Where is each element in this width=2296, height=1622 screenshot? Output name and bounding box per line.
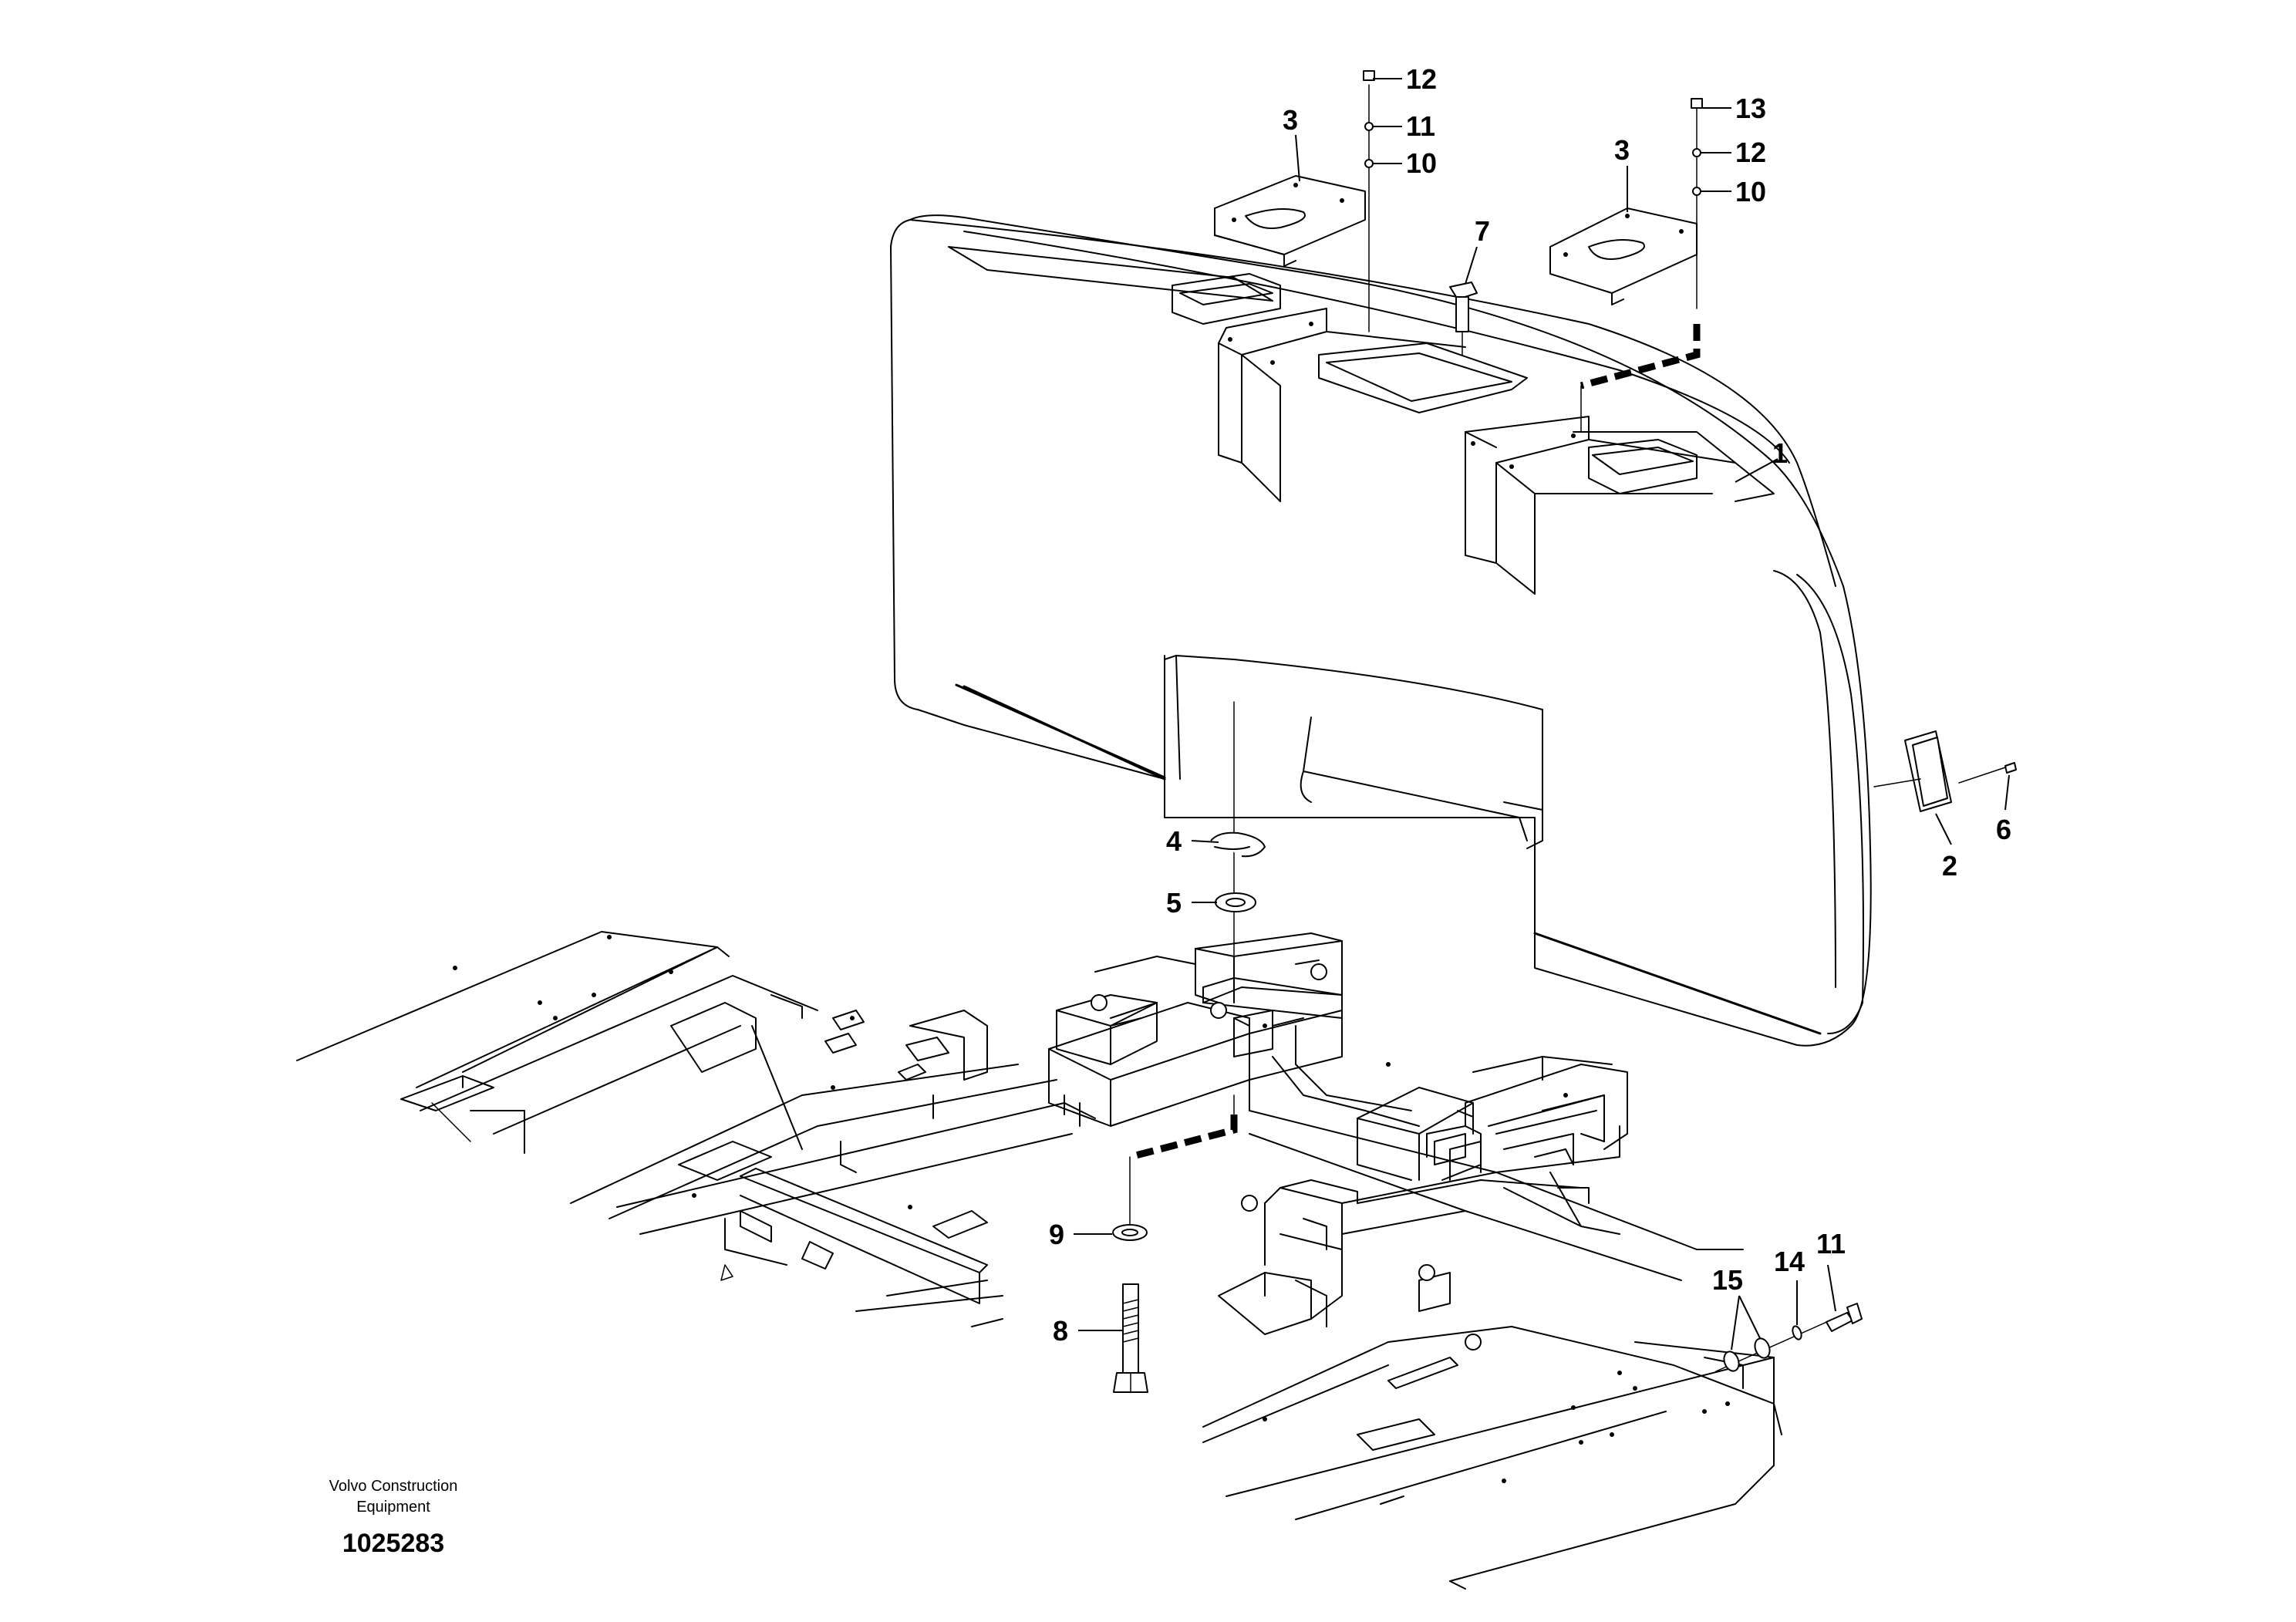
callout-11-left: 11 xyxy=(1406,110,1435,142)
callout-7: 7 xyxy=(1475,215,1490,247)
counterweight xyxy=(890,214,1872,1047)
callout-14: 14 xyxy=(1774,1246,1805,1277)
callout-13: 11 xyxy=(1816,1228,1846,1259)
callout-3-left: 3 xyxy=(1283,104,1298,136)
publisher-line-2: Equipment xyxy=(356,1499,430,1516)
top-right-fastener-stack xyxy=(1580,98,1703,433)
upper-frame-chassis xyxy=(296,931,1782,1590)
callout-6: 6 xyxy=(1996,814,2011,845)
callout-3-right: 3 xyxy=(1614,134,1630,166)
callout-1: 1 xyxy=(1772,437,1788,469)
callout-4: 4 xyxy=(1166,825,1182,857)
callout-labels: 12 11 10 13 12 10 3 3 7 1 2 6 4 5 9 8 15… xyxy=(1049,63,2011,1347)
callout-10-left: 10 xyxy=(1406,147,1437,179)
callout-12-right: 13 xyxy=(1735,93,1766,124)
publisher-line-1: Volvo Construction xyxy=(329,1478,458,1495)
callout-2: 2 xyxy=(1942,850,1957,882)
callout-8: 8 xyxy=(1053,1315,1068,1347)
callout-5: 5 xyxy=(1166,887,1182,919)
callout-12-left: 12 xyxy=(1406,63,1437,95)
center-fastener-stack xyxy=(1112,701,1266,1393)
callout-15: 15 xyxy=(1712,1264,1743,1296)
figure-number: 1025283 xyxy=(342,1529,444,1558)
top-left-fastener-stack xyxy=(1363,70,1375,332)
publisher-block: Volvo Construction Equipment 1025283 xyxy=(329,1478,458,1558)
callout-10-right: 10 xyxy=(1735,176,1766,207)
leader-lines xyxy=(1074,78,2010,1351)
side-plate-and-screw xyxy=(1873,730,2017,812)
top-bolt xyxy=(1449,282,1478,356)
callout-11-right: 12 xyxy=(1735,137,1766,168)
bracket-right xyxy=(1549,207,1698,305)
bracket-left xyxy=(1214,175,1366,267)
callout-9: 9 xyxy=(1049,1219,1064,1250)
side-fastener-stack xyxy=(1715,1303,1863,1372)
